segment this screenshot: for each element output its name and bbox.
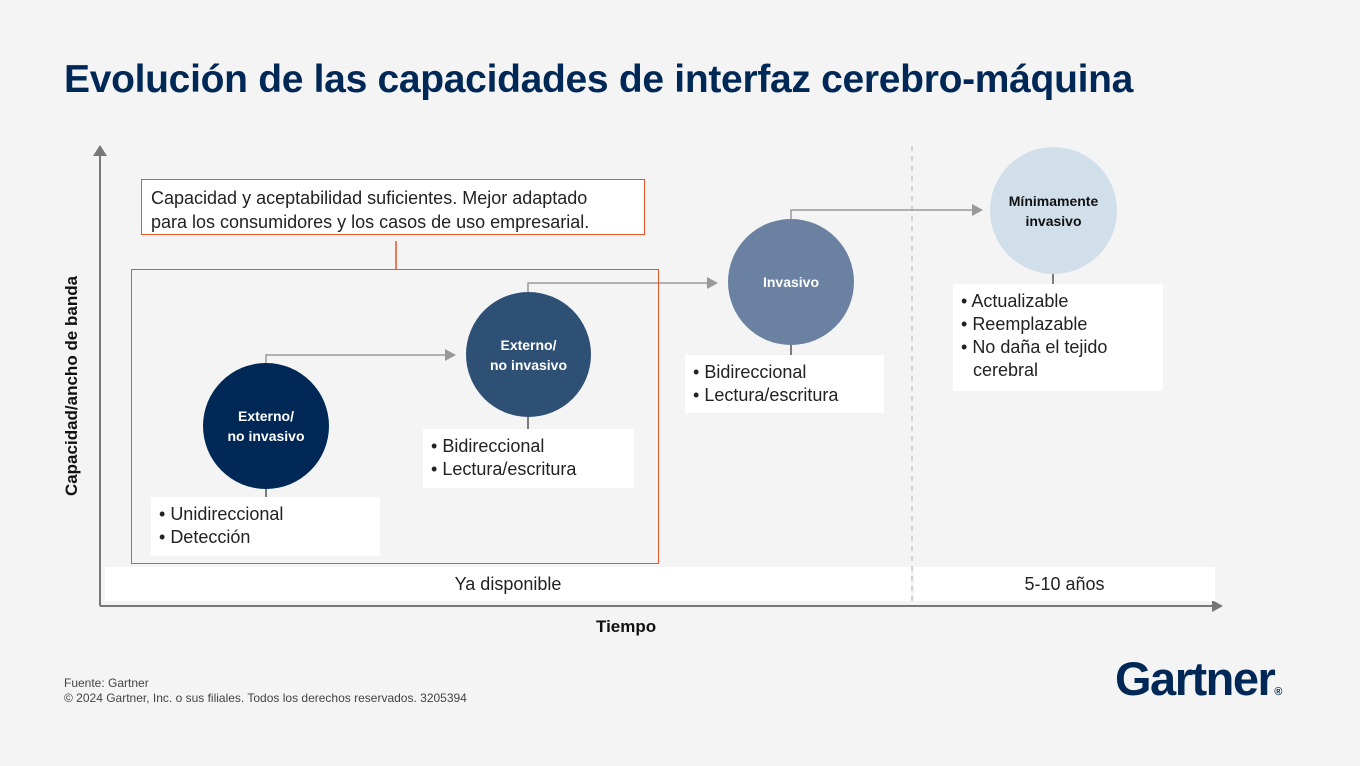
- copyright-note: © 2024 Gartner, Inc. o sus filiales. Tod…: [64, 691, 467, 705]
- stage-3-features: Bidireccional Lectura/escritura: [685, 355, 884, 413]
- highlight-box: [131, 269, 659, 564]
- connector-1-2: [265, 354, 446, 363]
- stage-4-circle: Mínimamente invasivo: [990, 147, 1117, 274]
- feature-item: Detección: [159, 526, 372, 549]
- stage-2-features: Bidireccional Lectura/escritura: [423, 429, 634, 488]
- stage-4-features: Actualizable Reemplazable No daña el tej…: [953, 284, 1163, 391]
- feature-item: Reemplazable: [961, 313, 1155, 336]
- connector-2-3: [527, 282, 708, 292]
- feature-item: Actualizable: [961, 290, 1155, 313]
- stage-3-circle: Invasivo: [728, 219, 854, 345]
- stage-4-name-line-1: Mínimamente: [1008, 192, 1099, 209]
- footer: Fuente: Gartner © 2024 Gartner, Inc. o s…: [64, 676, 467, 706]
- stage-2-circle: Externo/ no invasivo: [466, 292, 591, 417]
- callout-box: Capacidad y aceptabilidad suficientes. M…: [141, 179, 645, 235]
- source-note: Fuente: Gartner: [64, 676, 149, 690]
- stage-1-name-line-2: no invasivo: [227, 428, 305, 444]
- feature-item: Bidireccional: [431, 435, 626, 458]
- x-axis-label: Tiempo: [596, 617, 657, 636]
- stage-3-name: Invasivo: [762, 274, 820, 290]
- timeline-future-label: 5-10 años: [1024, 573, 1105, 594]
- logo-text: Gartner: [1115, 652, 1276, 705]
- feature-item: Unidireccional: [159, 503, 372, 526]
- stage-2-name-line-1: Externo/: [500, 336, 557, 353]
- timeline-available: Ya disponible: [105, 567, 911, 601]
- timeline-future: 5-10 años: [914, 567, 1215, 601]
- y-axis-label: Capacidad/ancho de banda: [62, 275, 81, 497]
- stage-1-features: Unidireccional Detección: [151, 497, 380, 556]
- page-title: Evolución de las capacidades de interfaz…: [64, 58, 1134, 101]
- callout-line-1: Capacidad y aceptabilidad suficientes. M…: [151, 188, 588, 208]
- registered-mark: ®: [1274, 686, 1283, 698]
- gartner-logo: Gartner®: [1115, 651, 1282, 706]
- stage-1-name-line-1: Externo/: [237, 408, 294, 424]
- y-axis-arrowhead: [93, 145, 107, 156]
- feature-item: Lectura/escritura: [431, 458, 626, 481]
- stage-1-circle: Externo/ no invasivo: [203, 363, 329, 489]
- feature-item: Lectura/escritura: [693, 384, 876, 407]
- x-axis-arrowhead: [1212, 600, 1223, 612]
- callout-line-2: para los consumidores y los casos de uso…: [151, 212, 590, 232]
- stage-4-name-line-2: invasivo: [1025, 212, 1082, 229]
- feature-item: Bidireccional: [693, 361, 876, 384]
- timeline-available-label: Ya disponible: [454, 573, 562, 594]
- connector-3-4: [790, 209, 973, 219]
- feature-item: No daña el tejido cerebral: [961, 336, 1155, 382]
- stage-2-name-line-2: no invasivo: [489, 356, 568, 373]
